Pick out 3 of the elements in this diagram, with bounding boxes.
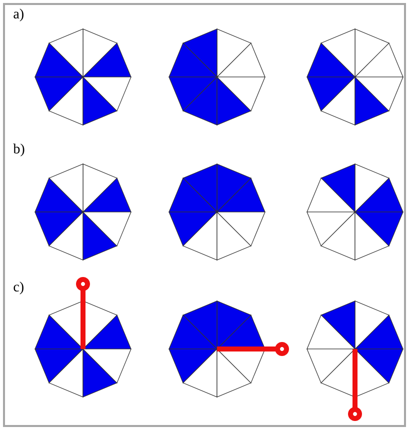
panel-label: c)	[14, 282, 24, 294]
panel-label: a)	[14, 8, 24, 22]
panel-label: b)	[13, 144, 24, 156]
